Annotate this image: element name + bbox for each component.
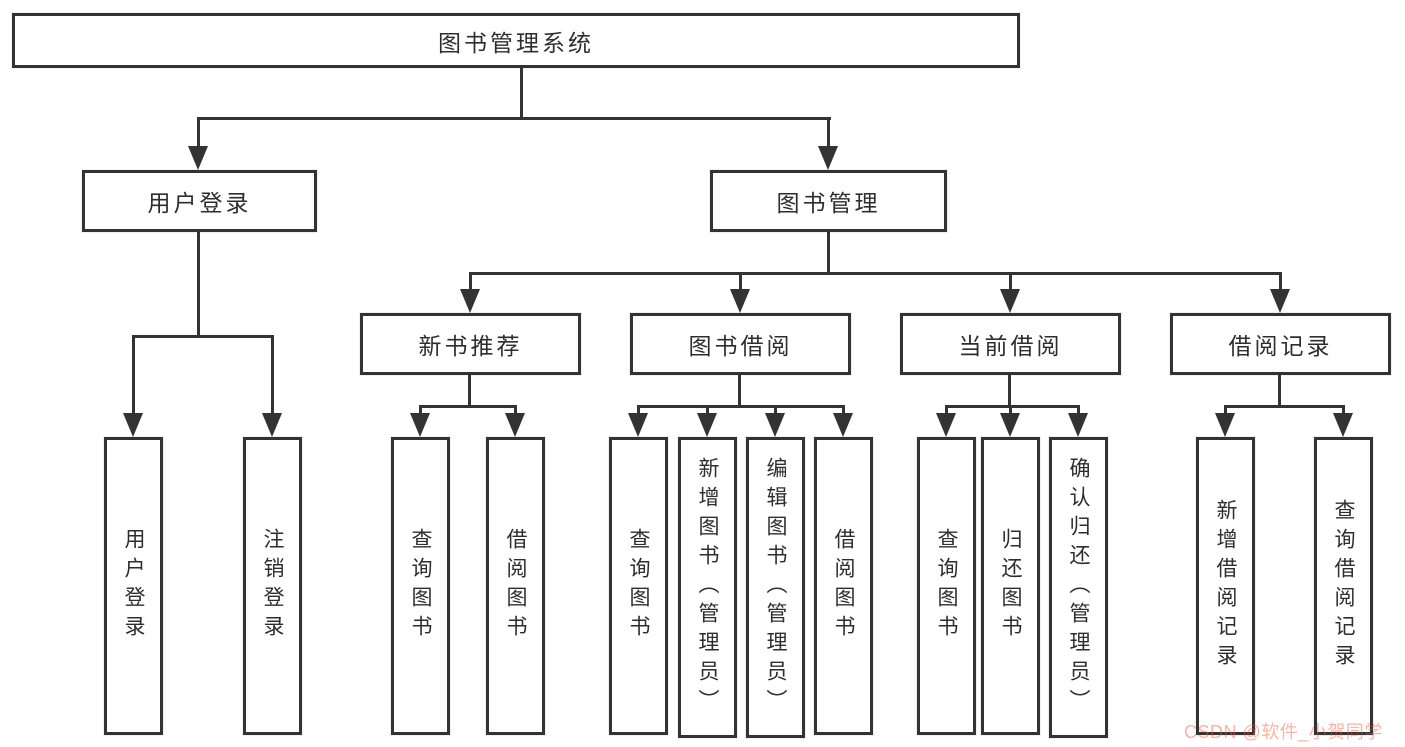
connector-arrow-shaft	[1009, 272, 1012, 291]
node-label: 确认归还（管理员）	[1067, 457, 1090, 718]
arrow-down-icon	[628, 413, 648, 437]
node-label: 新书推荐	[418, 333, 523, 359]
connector-currentborrow-stem	[1008, 375, 1011, 406]
connector-records-split	[1224, 405, 1345, 408]
connector-arrow-shaft	[132, 335, 135, 415]
leaf-user-login: 用户登录	[104, 437, 163, 735]
connector-arrow-shaft	[774, 405, 777, 415]
node-label: 新增借阅记录	[1214, 499, 1237, 673]
node-label: 图书管理系统	[438, 29, 594, 56]
node-borrow-records: 借阅记录	[1170, 313, 1391, 375]
arrow-down-icon	[1068, 413, 1088, 437]
node-current-borrow: 当前借阅	[900, 313, 1121, 375]
connector-bookborrow-split	[637, 405, 845, 408]
node-label: 用户登录	[122, 528, 145, 644]
connector-newbooks-split	[419, 405, 517, 408]
node-label: 当前借阅	[958, 333, 1063, 359]
arrow-down-icon	[818, 146, 838, 170]
node-new-book-recommend: 新书推荐	[360, 313, 581, 375]
node-label: 图书借阅	[688, 333, 793, 359]
arrow-down-icon	[765, 413, 785, 437]
arrow-down-icon	[460, 289, 480, 313]
connector-arrow-shaft	[197, 117, 200, 148]
arrow-down-icon	[410, 413, 430, 437]
node-label: 图书管理	[776, 190, 881, 216]
leaf-borrow-books-1: 借阅图书	[486, 437, 545, 735]
connector-arrow-shaft	[945, 405, 948, 415]
connector-level1-split	[197, 117, 831, 120]
arrow-down-icon	[1333, 413, 1353, 437]
connector-arrow-shaft	[1009, 405, 1012, 415]
arrow-down-icon	[1215, 413, 1235, 437]
leaf-query-books-2: 查询图书	[609, 437, 668, 735]
connector-arrow-shaft	[469, 272, 472, 291]
node-label: 归还图书	[999, 528, 1022, 644]
connector-newbooks-stem	[468, 375, 471, 406]
connector-records-stem	[1278, 375, 1281, 406]
connector-arrow-shaft	[271, 335, 274, 415]
node-label: 新增图书（管理员）	[696, 457, 719, 718]
connector-arrow-shaft	[1342, 405, 1345, 415]
node-label: 注销登录	[261, 528, 284, 644]
arrow-down-icon	[730, 289, 750, 313]
leaf-confirm-return-admin: 确认归还（管理员）	[1049, 437, 1108, 738]
node-label: 查询图书	[627, 528, 650, 644]
connector-arrow-shaft	[842, 405, 845, 415]
arrow-down-icon	[505, 413, 525, 437]
leaf-edit-books-admin: 编辑图书（管理员）	[746, 437, 805, 738]
node-label: 查询图书	[409, 528, 432, 644]
connector-arrow-shaft	[739, 272, 742, 291]
connector-arrow-shaft	[1077, 405, 1080, 415]
connector-arrow-shaft	[514, 405, 517, 415]
node-user-login: 用户登录	[82, 170, 317, 232]
arrow-down-icon	[697, 413, 717, 437]
connector-arrow-shaft	[637, 405, 640, 415]
node-label: 借阅图书	[504, 528, 527, 644]
node-label: 查询图书	[935, 528, 958, 644]
node-label: 编辑图书（管理员）	[764, 457, 787, 718]
arrow-down-icon	[262, 413, 282, 437]
arrow-down-icon	[1270, 289, 1290, 313]
connector-arrow-shaft	[1224, 405, 1227, 415]
arrow-down-icon	[1000, 413, 1020, 437]
node-label: 查询借阅记录	[1332, 499, 1355, 673]
node-book-management: 图书管理	[710, 170, 947, 232]
leaf-query-books-1: 查询图书	[391, 437, 450, 735]
leaf-add-borrow-record: 新增借阅记录	[1196, 437, 1255, 735]
leaf-logout: 注销登录	[243, 437, 302, 735]
node-label: 用户登录	[147, 190, 252, 216]
node-label: 借阅图书	[832, 528, 855, 644]
arrow-down-icon	[123, 413, 143, 437]
leaf-borrow-books-2: 借阅图书	[814, 437, 873, 735]
connector-arrow-shaft	[419, 405, 422, 415]
arrow-down-icon	[188, 146, 208, 170]
connector-userlogin-split	[132, 335, 274, 338]
node-book-borrow: 图书借阅	[630, 313, 851, 375]
node-root-system: 图书管理系统	[12, 13, 1020, 68]
leaf-return-books: 归还图书	[981, 437, 1040, 735]
arrow-down-icon	[833, 413, 853, 437]
connector-bookborrow-stem	[738, 375, 741, 406]
leaf-query-borrow-record: 查询借阅记录	[1314, 437, 1373, 735]
connector-currentborrow-split	[945, 405, 1080, 408]
connector-arrow-shaft	[1279, 272, 1282, 291]
connector-userlogin-stem	[197, 232, 200, 337]
connector-root-stem	[520, 68, 523, 118]
csdn-watermark: CSDN @软件_小贺同学	[1184, 722, 1383, 742]
connector-bookmgmt-stem	[827, 232, 830, 273]
leaf-add-books-admin: 新增图书（管理员）	[678, 437, 737, 738]
connector-arrow-shaft	[827, 117, 830, 148]
arrow-down-icon	[1000, 289, 1020, 313]
node-label: 借阅记录	[1228, 333, 1333, 359]
connector-bookmgmt-split	[469, 272, 1282, 275]
arrow-down-icon	[936, 413, 956, 437]
leaf-query-books-3: 查询图书	[917, 437, 976, 735]
connector-arrow-shaft	[706, 405, 709, 415]
